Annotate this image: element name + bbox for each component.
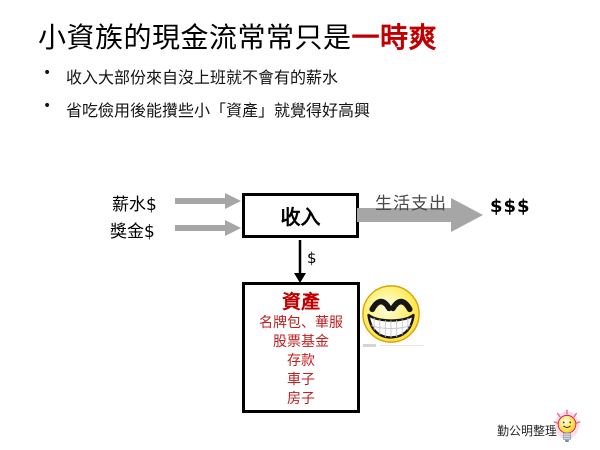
salary-label: 薪水$: [112, 195, 157, 215]
salary-arrow-icon: [175, 193, 241, 209]
expense-arrow-icon: [357, 198, 483, 232]
watermark-smudge: [363, 344, 376, 347]
transfer-arrow-icon: [294, 240, 306, 283]
asset-item: 存款: [287, 353, 315, 369]
income-box-label: 收入: [280, 205, 321, 229]
expense-amount: $$$: [490, 196, 531, 217]
bonus-label: 獎金$: [110, 222, 155, 242]
grinning-face-icon: [362, 285, 420, 343]
asset-item: 房子: [287, 391, 315, 407]
asset-item: 車子: [287, 372, 315, 388]
expense-label: 生活支出: [375, 194, 447, 214]
credit-text: 勤公明整理: [497, 424, 558, 438]
income-box: 收入: [242, 193, 359, 238]
bullet-item: 省吃儉用後能攢些小「資產」就覺得好高興: [40, 97, 370, 121]
asset-box-title: 資產: [281, 291, 320, 313]
page-title-accent: 一時爽: [351, 21, 438, 54]
watermark-smudge: [380, 345, 424, 346]
bullet-list: 收入大部份來自沒上班就不會有的薪水 省吃儉用後能攢些小「資產」就覺得好高興: [40, 64, 370, 130]
transfer-amount: $: [307, 249, 317, 267]
page-title: 小資族的現金流常常只是一時爽: [38, 21, 438, 54]
bonus-arrow-icon: [175, 220, 241, 236]
asset-box: 資產 名牌包、華服 股票基金 存款 車子 房子: [242, 282, 360, 413]
bullet-item: 收入大部份來自沒上班就不會有的薪水: [40, 64, 370, 88]
asset-item: 股票基金: [273, 334, 329, 350]
page-title-text: 小資族的現金流常常只是: [38, 21, 352, 54]
asset-item: 名牌包、華服: [259, 315, 343, 331]
lightbulb-icon: [553, 409, 581, 442]
